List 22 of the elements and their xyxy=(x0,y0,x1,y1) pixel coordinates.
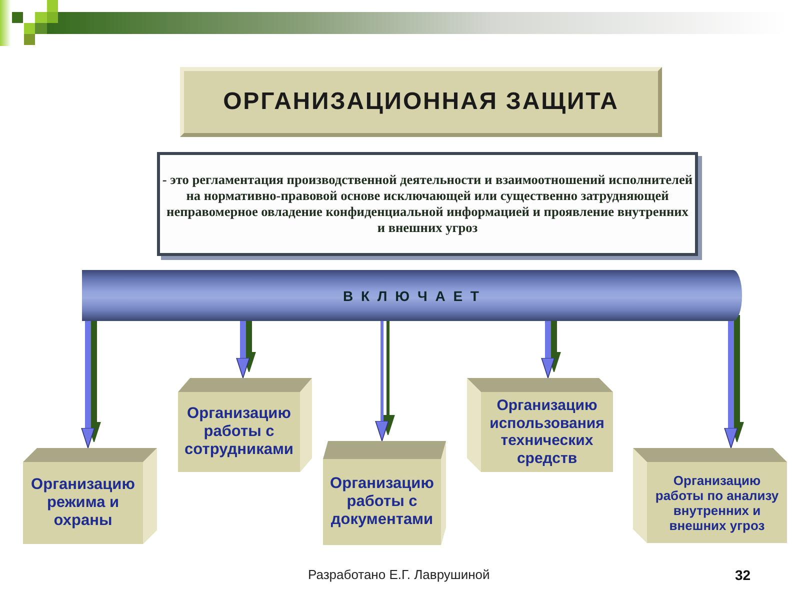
3d-block xyxy=(633,448,787,543)
3d-block xyxy=(23,448,157,544)
block-label: Организацию работы с сотрудниками xyxy=(184,405,294,459)
author-credit: Разработано Е.Г. Лаврушиной xyxy=(308,567,490,582)
block-label: Организацию работы с документами xyxy=(329,475,435,529)
title-text: ОРГАНИЗАЦИОННАЯ ЗАЩИТА xyxy=(223,88,619,116)
definition-text: - это регламентация производственной деятельности и взаимоотношений исполнителей на нормативно-правовой основе исключающей или существенно затрудняющей неправомерное овладение конфиденциальной информацией и проявление внутренних и внешних угроз xyxy=(162,172,694,236)
page-number: 32 xyxy=(735,567,751,583)
block-label: Организацию использования технических средств xyxy=(488,397,606,467)
arrow xyxy=(375,321,389,442)
3d-block xyxy=(323,441,446,545)
3d-block xyxy=(467,378,613,472)
block-label: Организацию режима и охраны xyxy=(30,476,136,530)
block-label: Организацию работы по анализу внутренних и внешних угроз xyxy=(654,472,780,532)
3d-block xyxy=(178,378,312,472)
arrow xyxy=(541,321,555,378)
band-label: В К Л Ю Ч А Е Т xyxy=(343,288,481,304)
includes-band xyxy=(82,270,742,321)
title-panel xyxy=(180,67,662,137)
arrow xyxy=(724,321,738,448)
arrow xyxy=(81,321,95,448)
arrow xyxy=(236,321,250,378)
